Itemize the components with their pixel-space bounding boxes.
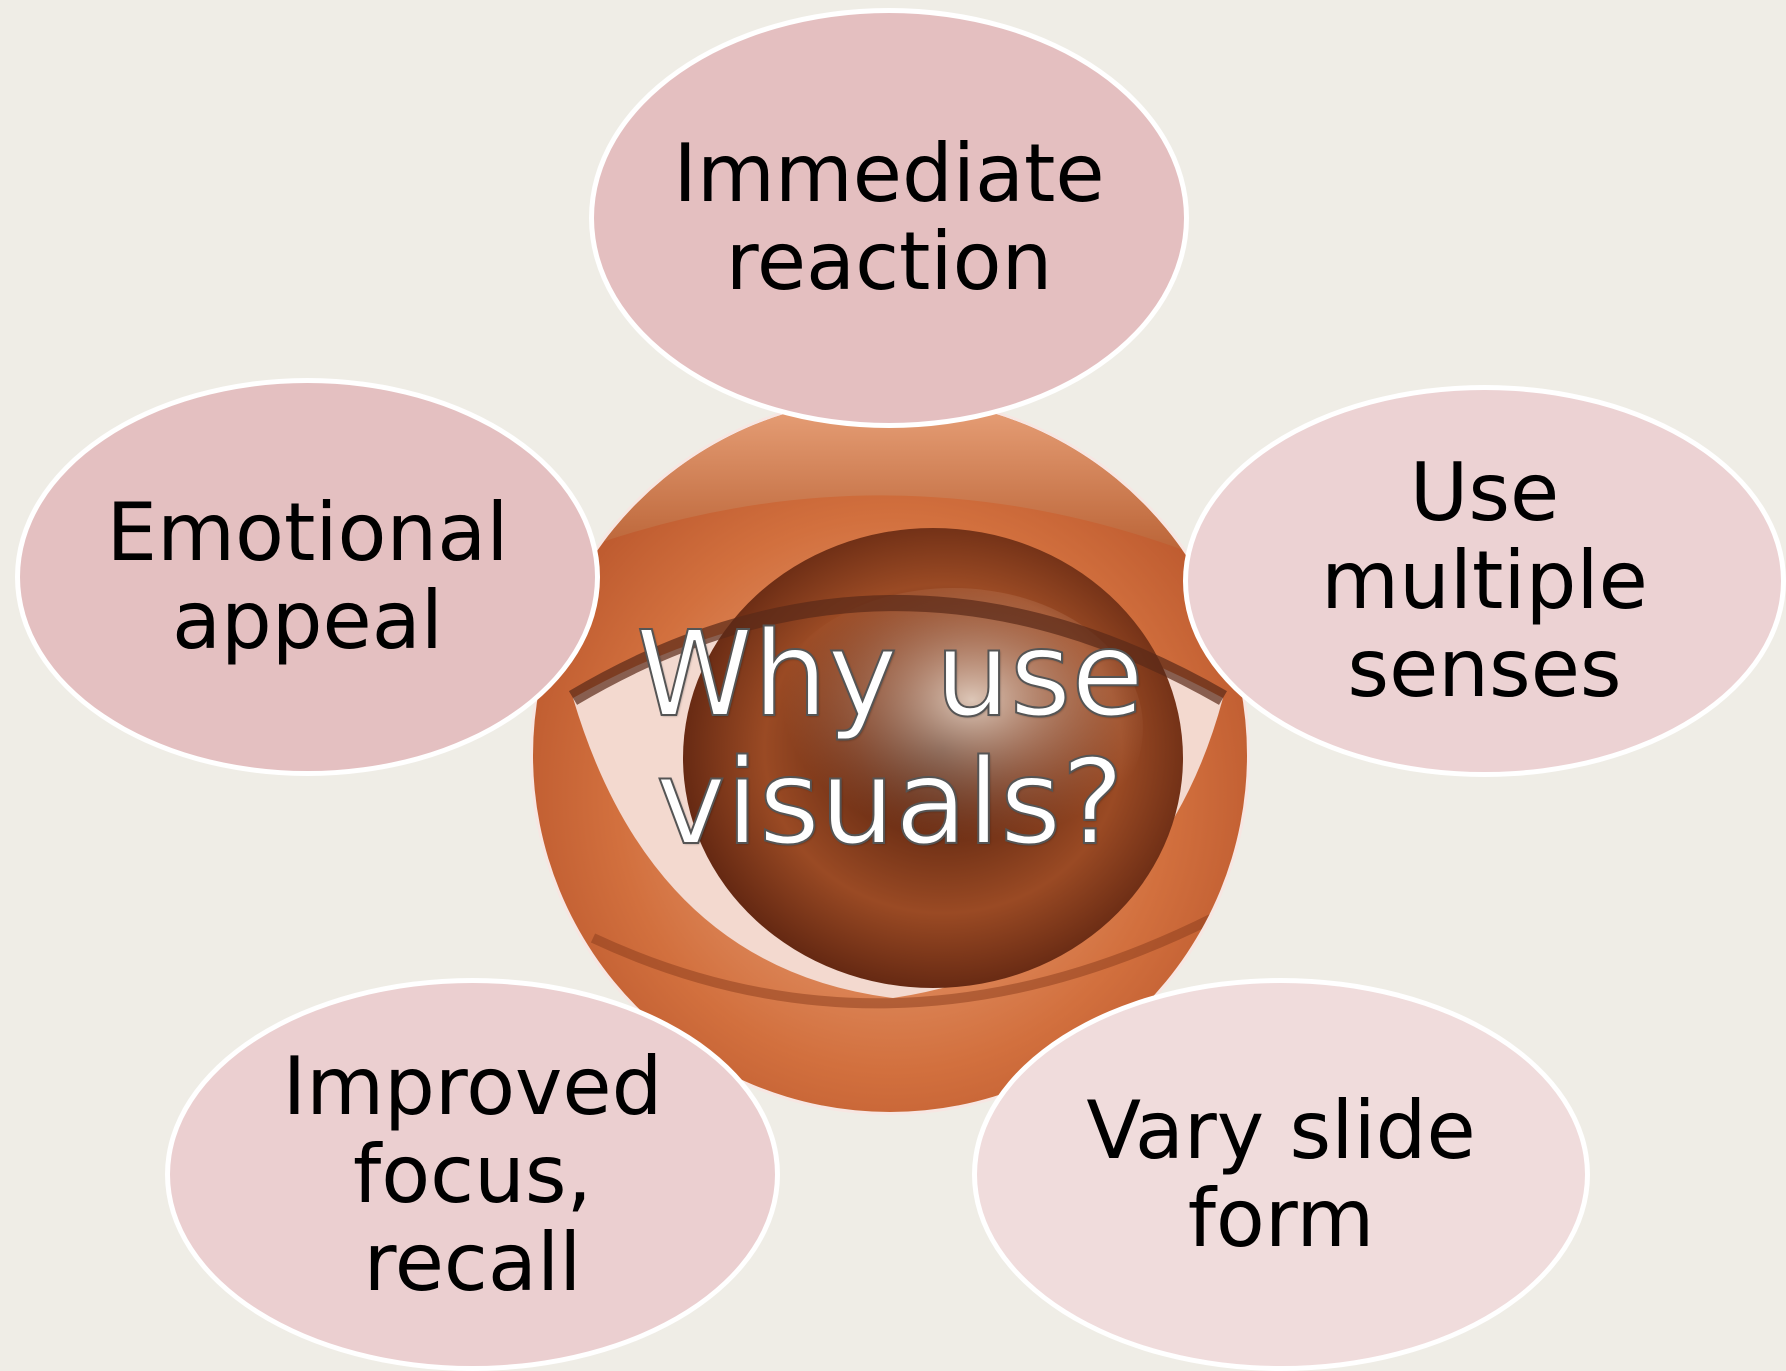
bubble-label: Vary slide form	[1086, 1087, 1475, 1263]
bubble-label: Use multiple senses	[1321, 449, 1648, 713]
bubble-label: Immediate reaction	[673, 130, 1104, 306]
center-title: Why use visuals?	[560, 610, 1220, 866]
bubble-improved-focus-recall: Improved focus, recall	[165, 978, 780, 1371]
bubble-use-multiple-senses: Use multiple senses	[1183, 385, 1786, 777]
bubble-immediate-reaction: Immediate reaction	[589, 8, 1189, 428]
bubble-vary-slide-form: Vary slide form	[972, 978, 1590, 1371]
bubble-label: Improved focus, recall	[283, 1043, 663, 1307]
bubble-label: Emotional appeal	[107, 489, 509, 665]
bubble-emotional-appeal: Emotional appeal	[15, 378, 600, 776]
